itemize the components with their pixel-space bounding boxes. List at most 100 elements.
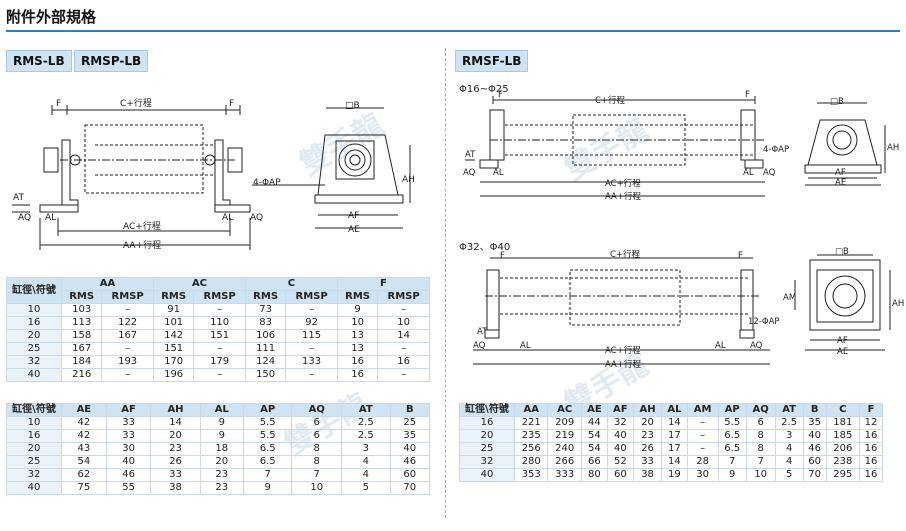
table-cell: – [285, 303, 338, 317]
table-cell: 33 [632, 455, 663, 469]
dim-ah: AH [402, 175, 415, 185]
bore-size-cell: 25 [6, 342, 62, 356]
range-large: Φ32、Φ40 [459, 242, 511, 253]
table-cell: 110 [193, 316, 246, 330]
dim-f-left: F [498, 90, 503, 100]
table-cell: 16 [859, 429, 883, 443]
dim-aq-right: AQ [750, 341, 763, 351]
table-header-cell: AM [686, 403, 719, 417]
table-header-cell: F [859, 403, 883, 417]
bore-size-cell: 40 [459, 468, 515, 482]
table-cell: 38 [632, 468, 663, 482]
table-cell: 124 [244, 355, 287, 369]
table-cell: – [686, 416, 719, 430]
table-header-cell: AP [242, 403, 293, 417]
table-subheader-cell: RMSP [285, 290, 338, 304]
dim-f-right: F [745, 90, 750, 100]
table-header-cell: AT [774, 403, 804, 417]
table-cell: 33 [105, 429, 152, 443]
table-cell: 179 [193, 355, 246, 369]
table-cell: 5.5 [242, 416, 293, 430]
table-cell: 181 [825, 416, 861, 430]
dim-al-right: AL [715, 341, 726, 351]
table-header-cell: AF [105, 403, 152, 417]
table-subheader-cell: RMSP [101, 290, 154, 304]
table-header-cell: AC [152, 277, 246, 291]
bore-size-cell: 10 [6, 303, 62, 317]
table-cell: 19 [661, 468, 688, 482]
dim-aq-left: AQ [18, 213, 31, 223]
table-cell: 5.5 [242, 429, 293, 443]
table-cell: 101 [152, 316, 195, 330]
table-cell: 2.5 [341, 416, 391, 430]
bore-size-cell: 32 [6, 355, 62, 369]
dim-ah: AH [887, 143, 899, 153]
dim-ap: 12-ΦAP [748, 317, 780, 327]
table-cell: 133 [285, 355, 338, 369]
table-cell: 193 [101, 355, 154, 369]
table-header-cell: AQ [745, 403, 776, 417]
table-cell: 14 [150, 416, 201, 430]
table-cell: – [285, 368, 338, 382]
dim-f-right: F [738, 251, 743, 261]
table-cell: 55 [105, 481, 152, 495]
dim-ap: 4-ΦAP [253, 178, 281, 188]
table-cell: 151 [152, 342, 195, 356]
table-cell: 23 [199, 468, 244, 482]
table-cell: 42 [61, 416, 107, 430]
table-cell: 353 [513, 468, 549, 482]
bore-size-cell: 40 [6, 368, 62, 382]
table-cell: 70 [802, 468, 827, 482]
table-cell: 43 [61, 442, 107, 456]
dim-b: □B [835, 247, 849, 257]
table-cell: 185 [825, 429, 861, 443]
dim-ac-stroke: AC+行程 [605, 345, 641, 356]
table-header-cell: AH [632, 403, 663, 417]
model-tag-rmsf-lb: RMSF-LB [455, 50, 529, 72]
table-cell: 46 [802, 442, 827, 456]
bore-size-cell: 20 [459, 429, 515, 443]
table-cell: – [193, 342, 246, 356]
table-cell: 111 [244, 342, 287, 356]
table-cell: 6.5 [242, 442, 293, 456]
table-cell: 221 [513, 416, 549, 430]
table-cell: 170 [152, 355, 195, 369]
table-cell: 142 [152, 329, 195, 343]
dim-b: □B [830, 97, 844, 107]
table-cell: 54 [61, 455, 107, 469]
table-header-cell: AP [717, 403, 747, 417]
table-header-cell: 缸徑\符號 [6, 277, 62, 304]
dim-aa-stroke: AA+行程 [123, 239, 161, 251]
dim-al-right: AL [743, 168, 754, 178]
dim-at: AT [13, 193, 24, 203]
bore-size-cell: 20 [6, 329, 62, 343]
table-cell: 9 [336, 303, 379, 317]
table-subheader-cell: RMSP [377, 290, 430, 304]
table-cell: – [101, 368, 154, 382]
table-cell: 17 [661, 429, 688, 443]
table-cell: 54 [580, 442, 608, 456]
table-cell: 5 [341, 481, 391, 495]
table-cell: 10 [377, 316, 430, 330]
bore-size-cell: 32 [459, 455, 515, 469]
table-header-cell: B [389, 403, 431, 417]
bore-size-cell: 16 [6, 429, 62, 443]
table-cell: – [101, 342, 154, 356]
table-header-cell: AH [150, 403, 201, 417]
table-header-cell: 缸徑\符號 [6, 403, 62, 417]
dim-al-left: AL [493, 168, 504, 178]
dim-c-stroke: C+行程 [120, 97, 152, 109]
dim-af: AF [837, 336, 848, 346]
table-cell: 66 [580, 455, 608, 469]
table-cell: 26 [150, 455, 201, 469]
table-cell: 7 [242, 468, 293, 482]
table-subheader-cell: RMS [244, 290, 287, 304]
table-cell: 196 [152, 368, 195, 382]
dim-al-left: AL [45, 213, 56, 223]
table-cell: 52 [606, 455, 634, 469]
table-subheader-cell: RMS [152, 290, 195, 304]
table-cell: – [377, 303, 430, 317]
